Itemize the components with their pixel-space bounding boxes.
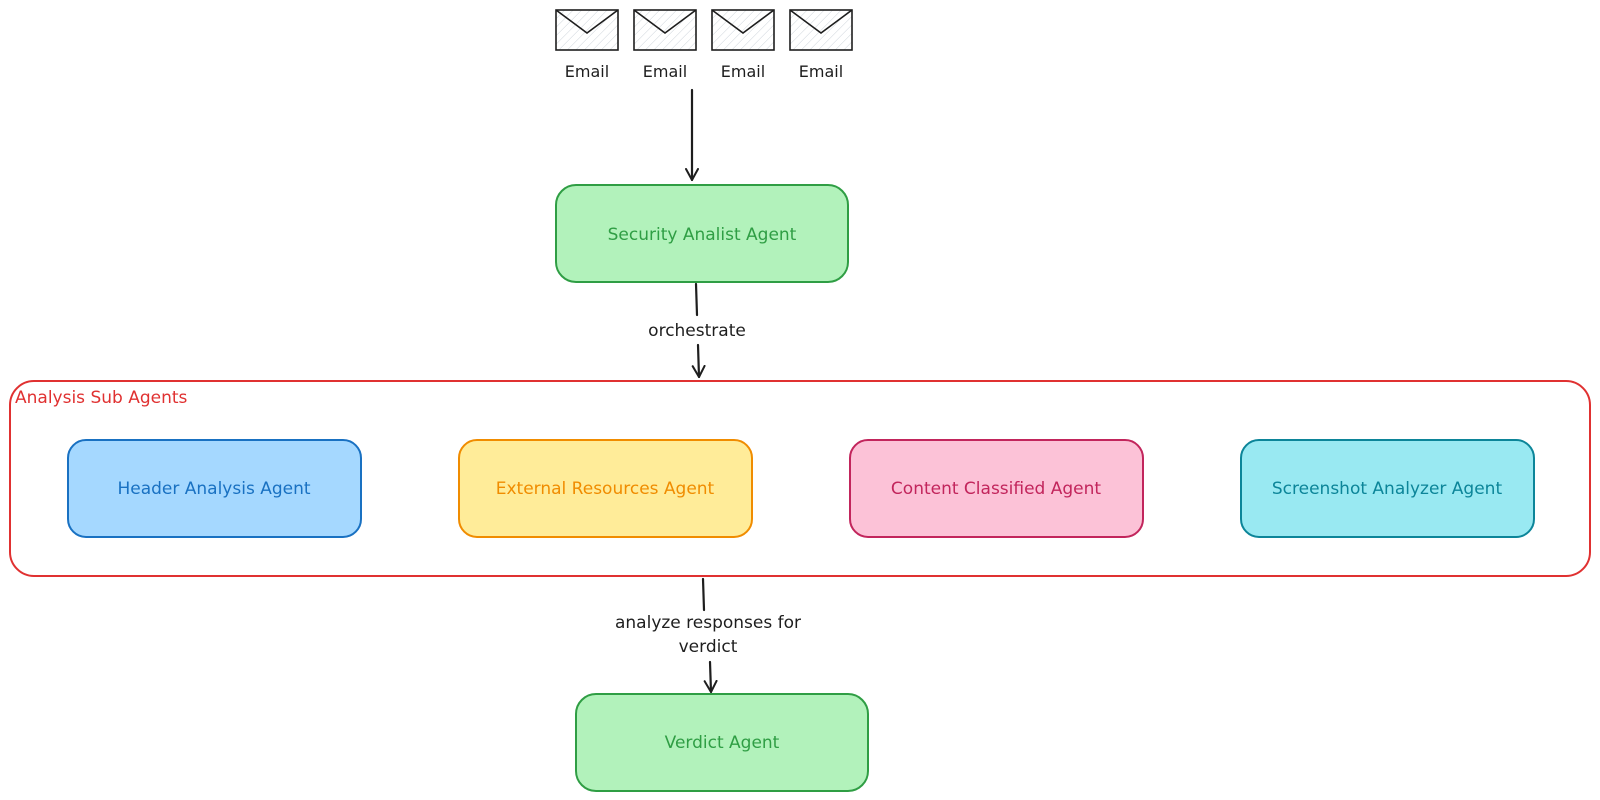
- external-resources-agent-node[interactable]: External Resources Agent: [458, 439, 753, 538]
- analyze-arrow-upper: [701, 577, 706, 612]
- verdict-agent-label: Verdict Agent: [665, 733, 780, 753]
- screenshot-analyzer-agent-box: [1240, 439, 1535, 538]
- verdict-agent-box: [575, 693, 869, 792]
- header-analysis-agent-box: [67, 439, 362, 538]
- screenshot-analyzer-agent-node[interactable]: Screenshot Analyzer Agent: [1240, 439, 1535, 538]
- envelope-flap-icon: [633, 9, 697, 34]
- envelope-flap-icon: [711, 9, 775, 34]
- envelope-icon: [789, 9, 853, 51]
- analyze-label-line1: analyze responses for: [615, 613, 801, 633]
- email-label: Email: [643, 62, 687, 81]
- envelope-flap-icon: [789, 9, 853, 34]
- group-frame: [9, 380, 1591, 577]
- email-label: Email: [799, 62, 843, 81]
- content-classified-agent-box: [849, 439, 1144, 538]
- envelope-icon: [633, 9, 697, 51]
- analyze-label-line2: verdict: [679, 637, 738, 657]
- envelope-icon: [711, 9, 775, 51]
- email-group: Email Email Email Email: [555, 9, 853, 81]
- header-analysis-agent-node[interactable]: Header Analysis Agent: [67, 439, 362, 538]
- orchestrate-label: orchestrate: [648, 321, 746, 341]
- security-analyst-label: Security Analist Agent: [608, 225, 797, 245]
- email-item: Email: [711, 9, 775, 81]
- group-title: Analysis Sub Agents: [15, 388, 188, 408]
- security-analyst-node[interactable]: Security Analist Agent: [555, 184, 849, 283]
- email-label: Email: [565, 62, 609, 81]
- email-label: Email: [721, 62, 765, 81]
- security-analyst-box: [555, 184, 849, 283]
- analyze-arrow-lower: [703, 660, 718, 694]
- envelope-flap-icon: [555, 9, 619, 34]
- orchestrate-arrow-upper: [694, 282, 699, 317]
- envelope-icon: [555, 9, 619, 51]
- external-resources-agent-label: External Resources Agent: [496, 479, 715, 499]
- orchestrate-arrow-lower: [691, 343, 706, 379]
- content-classified-agent-node[interactable]: Content Classified Agent: [849, 439, 1144, 538]
- screenshot-analyzer-agent-label: Screenshot Analyzer Agent: [1272, 479, 1503, 499]
- header-analysis-agent-label: Header Analysis Agent: [117, 479, 310, 499]
- analysis-sub-agents-group: Analysis Sub Agents Header Analysis Agen…: [9, 380, 1591, 577]
- email-item: Email: [633, 9, 697, 81]
- email-item: Email: [555, 9, 619, 81]
- email-item: Email: [789, 9, 853, 81]
- verdict-agent-node[interactable]: Verdict Agent: [575, 693, 869, 792]
- content-classified-agent-label: Content Classified Agent: [891, 479, 1101, 499]
- external-resources-agent-box: [458, 439, 753, 538]
